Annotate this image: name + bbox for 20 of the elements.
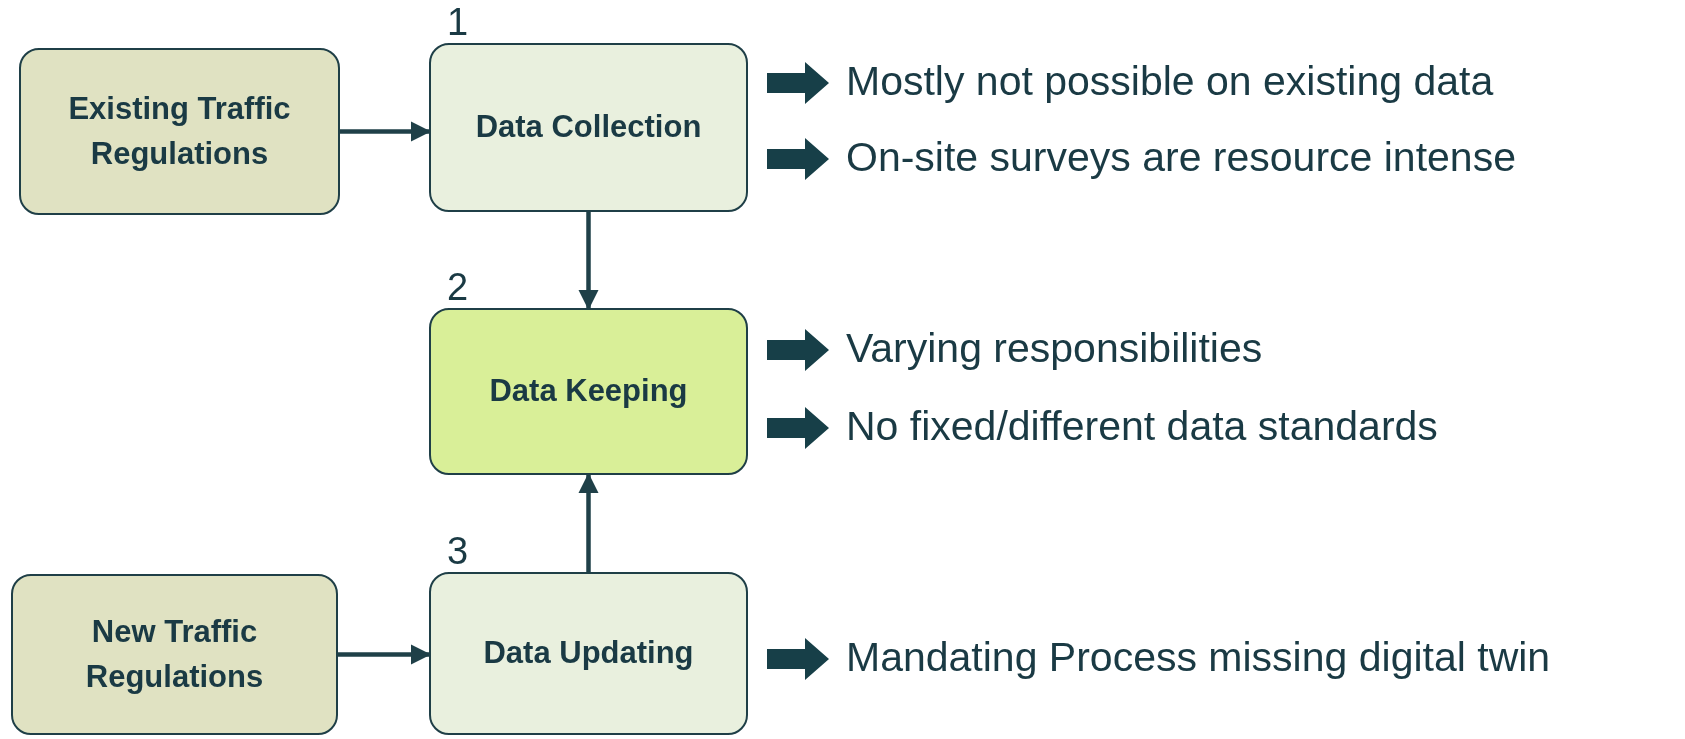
process-box	[429, 43, 748, 212]
box-label: New Traffic Regulations	[84, 612, 265, 696]
step-number: 2	[447, 268, 469, 306]
process-box	[429, 572, 748, 735]
bullet-text: On-site surveys are resource intense	[846, 137, 1516, 178]
bullet-text: Mandating Process missing digital twin	[846, 637, 1551, 678]
process-box	[11, 574, 338, 735]
step-number: 1	[447, 3, 469, 41]
arrow	[578, 473, 599, 572]
process-box	[19, 48, 340, 215]
box-label: Data Updating	[482, 634, 695, 673]
process-box	[429, 308, 748, 475]
box-label: Data Keeping	[488, 372, 689, 411]
box-label: Data Collection	[474, 108, 703, 147]
bullet-text: No fixed/different data standards	[846, 406, 1438, 447]
box-label: Existing Traffic Regulations	[67, 89, 292, 173]
step-number: 3	[447, 532, 469, 570]
bullet-text: Varying responsibilities	[846, 328, 1263, 369]
bullet-text: Mostly not possible on existing data	[846, 61, 1494, 102]
arrow	[578, 212, 599, 310]
